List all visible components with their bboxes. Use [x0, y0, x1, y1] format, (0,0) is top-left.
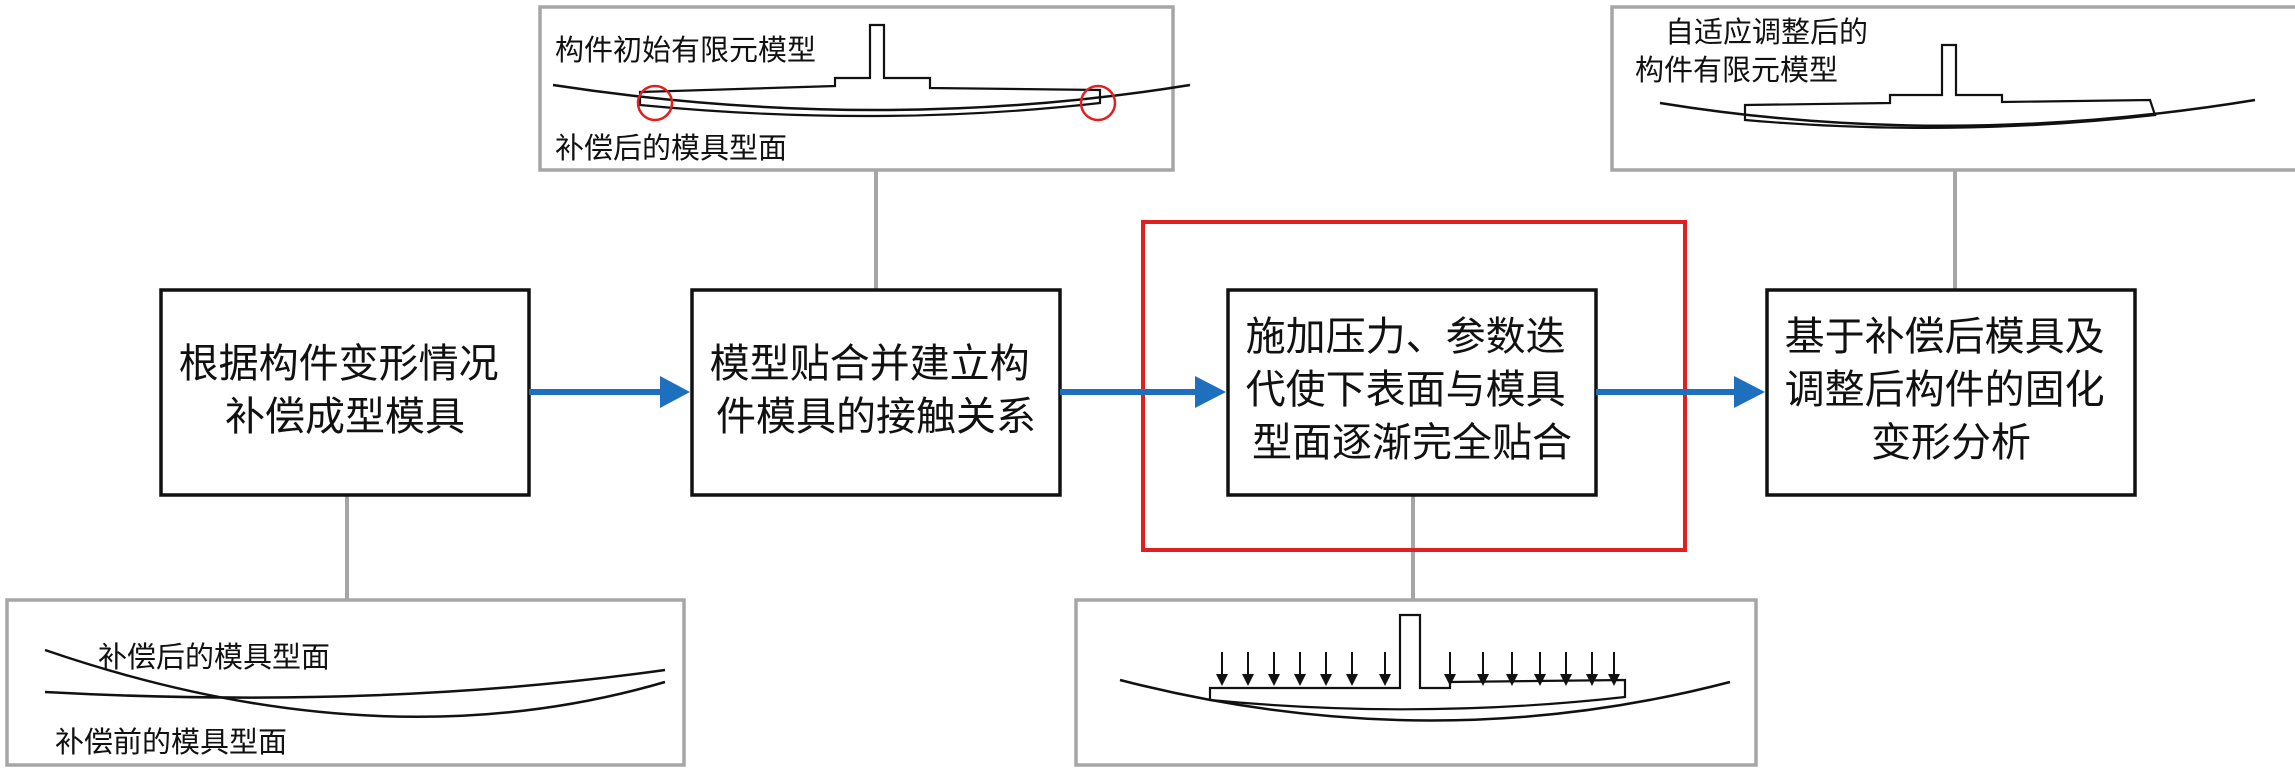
- stage-1-line-1: 根据构件变形情况: [179, 341, 499, 387]
- flow-arrow-2: [1060, 376, 1226, 408]
- stage-box-2: 模型贴合并建立构 件模具的接触关系: [690, 288, 1062, 497]
- compensated-mold-curve: [44, 648, 666, 719]
- flow-arrow-3: [1596, 376, 1765, 408]
- pressure-arrow: [1346, 652, 1358, 686]
- contact-gap-marker-left: [636, 84, 674, 122]
- stage-4-line-3: 变形分析: [1871, 420, 2031, 466]
- pressure-arrows: [1216, 652, 1620, 686]
- stage-box-3: 施加压力、参数迭 代使下表面与模具 型面逐渐完全贴合: [1226, 288, 1598, 497]
- highlight-frame: [1141, 220, 1687, 552]
- inset-adjusted-label-line-1: 自适应调整后的: [1665, 15, 1868, 49]
- stage-2-line-2: 件模具的接触关系: [716, 394, 1036, 440]
- inset-initial-label-top: 构件初始有限元模型: [555, 33, 816, 67]
- inset-adjusted-label-line-2: 构件有限元模型: [1635, 53, 1838, 87]
- pressure-arrow: [1379, 652, 1391, 686]
- stage-box-4: 基于补偿后模具及 调整后构件的固化 变形分析: [1765, 288, 2137, 497]
- pressure-arrow: [1608, 652, 1620, 686]
- stage-box-1: 根据构件变形情况 补偿成型模具: [159, 288, 531, 497]
- pressure-arrow: [1506, 652, 1518, 686]
- component-shape: [638, 23, 1102, 118]
- flow-arrow-1: [529, 376, 690, 408]
- pressure-arrow: [1294, 652, 1306, 686]
- inset-mold-label-bottom: 补偿前的模具型面: [55, 725, 287, 759]
- stage-4-line-2: 调整后构件的固化: [1785, 367, 2105, 413]
- adjusted-mold-curve: [1659, 98, 2256, 128]
- pressure-arrow: [1444, 652, 1456, 686]
- mold-surface-curve: [552, 83, 1191, 112]
- pressure-arrow: [1320, 652, 1332, 686]
- pressure-arrow: [1268, 652, 1280, 686]
- pressure-arrow: [1216, 652, 1228, 686]
- pressure-arrow: [1586, 652, 1598, 686]
- svg-text:自适应调整后的 构件有限元模型: 自适应调整后的 构件有限元模型: [1635, 15, 1877, 87]
- inset-initial-fe-model: 构件初始有限元模型 补偿后的模具型面: [538, 5, 1191, 172]
- adjusted-component-shape: [1743, 43, 2157, 129]
- pressure-arrow: [1242, 652, 1254, 686]
- stage-1-line-2: 补偿成型模具: [225, 394, 465, 440]
- pressure-arrow: [1534, 652, 1546, 686]
- stage-2-line-1: 模型贴合并建立构: [710, 341, 1030, 387]
- stage-3-line-1: 施加压力、参数迭: [1246, 314, 1566, 360]
- inset-initial-label-bottom: 补偿后的模具型面: [555, 131, 787, 165]
- stage-3-line-3: 型面逐渐完全贴合: [1252, 420, 1572, 466]
- inset-pressure-application: [1074, 598, 1758, 767]
- pressure-arrow: [1477, 652, 1489, 686]
- svg-text:施加压力、参数迭 代使下表面与模具: 施加压力、参数迭 代使下表面与模具 型面逐渐完全贴合: [1246, 314, 1579, 466]
- original-mold-curve: [44, 668, 666, 699]
- pressure-arrow: [1560, 652, 1572, 686]
- inset-mold-surfaces: 补偿后的模具型面 补偿前的模具型面: [5, 598, 686, 767]
- stage-4-line-1: 基于补偿后模具及: [1785, 314, 2105, 360]
- inset-mold-label-top: 补偿后的模具型面: [98, 640, 330, 674]
- inset-adjusted-fe-model: 自适应调整后的 构件有限元模型: [1610, 5, 2295, 172]
- svg-text:模型贴合并建立构 件模具的接触关系: 模型贴合并建立构 件模具的接触关系: [710, 341, 1043, 440]
- contact-gap-marker-right: [1079, 84, 1117, 122]
- svg-text:基于补偿后模具及 调整后构件的固化: 基于补偿后模具及 调整后构件的固化 变形分析: [1785, 314, 2118, 466]
- stage-3-line-2: 代使下表面与模具: [1246, 367, 1566, 413]
- svg-text:根据构件变形情况 补偿成型模具: 根据构件变形情况 补偿成型模具: [179, 341, 512, 440]
- pressure-mold-curve: [1119, 678, 1731, 722]
